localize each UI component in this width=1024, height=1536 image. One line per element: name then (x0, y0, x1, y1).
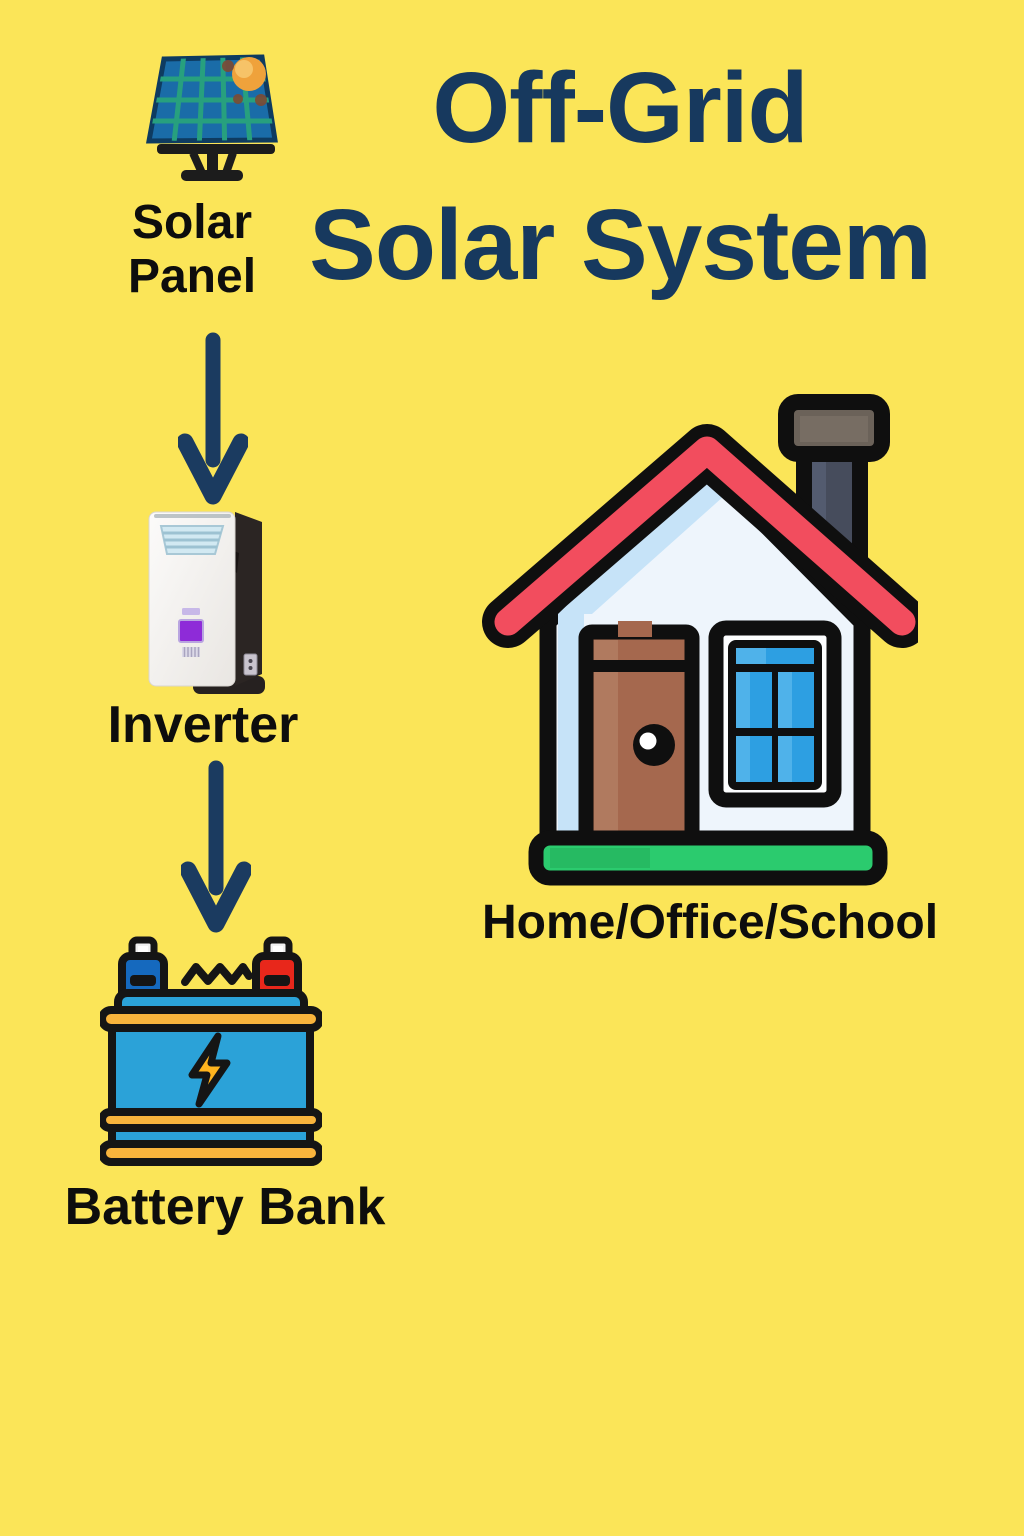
solar-panel-icon (145, 53, 300, 188)
solar-panel-label: Solar Panel (127, 196, 257, 303)
page-title-line2: Solar System (309, 189, 932, 301)
inverter-display (178, 619, 204, 643)
page-title: Off-Grid Solar System (240, 40, 1000, 314)
load-label: Home/Office/School (481, 896, 939, 949)
inverter-icon (145, 506, 270, 698)
battery-bank-label: Battery Bank (64, 1178, 386, 1236)
window (708, 620, 842, 808)
house-icon (478, 392, 918, 887)
door (578, 621, 700, 850)
lightning-bolt-icon (188, 1032, 231, 1108)
roof (482, 424, 918, 648)
down-arrow-icon (181, 760, 251, 935)
battery-icon (100, 936, 322, 1168)
down-arrow-icon (178, 332, 248, 507)
page-title-line1: Off-Grid (432, 52, 808, 164)
inverter-label: Inverter (107, 696, 299, 754)
